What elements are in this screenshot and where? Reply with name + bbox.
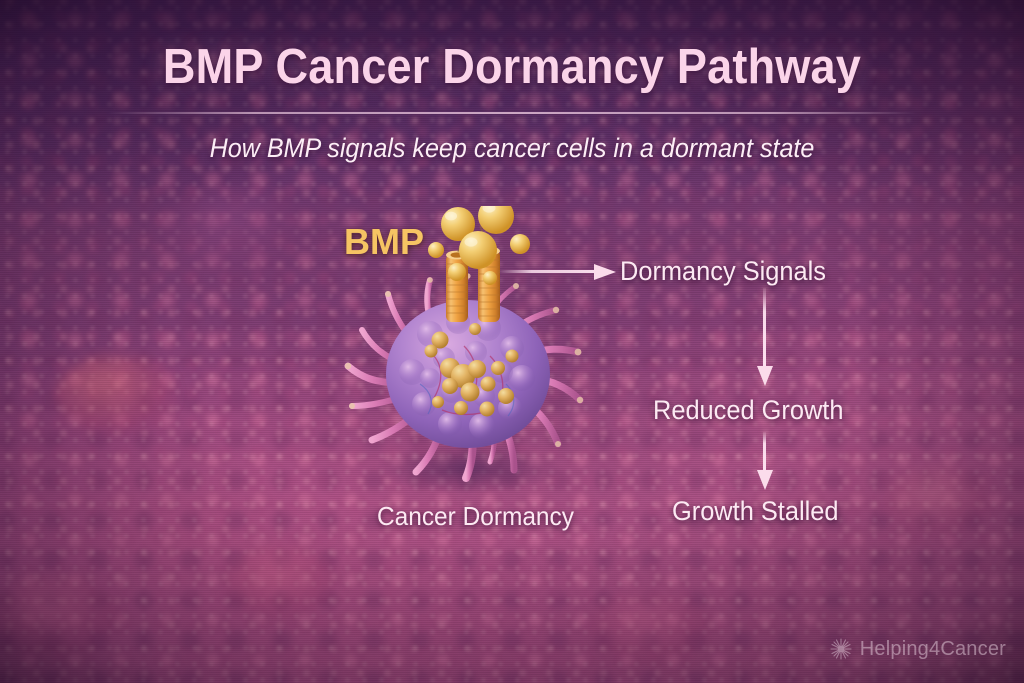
bmp-ligand — [448, 263, 466, 281]
page-subtitle: How BMP signals keep cancer cells in a d… — [209, 133, 815, 163]
arrow-head-icon — [757, 366, 773, 386]
arrow-head-icon — [757, 470, 773, 490]
arrow-reduced-growth-to-growth-stalled — [757, 432, 773, 490]
cell-filopodia-tips — [344, 273, 584, 447]
cancer-cell-illustration — [330, 206, 600, 496]
watermark: Helping4Cancer — [829, 637, 1006, 661]
bmp-ligands — [428, 206, 530, 285]
arrow-dormancy-signals-to-reduced-growth — [757, 288, 773, 386]
bmp-ligand — [510, 234, 530, 254]
cancer-cell-svg — [344, 206, 584, 494]
pathway-step-growth-stalled: Growth Stalled — [672, 496, 839, 526]
cancer-dormancy-caption: Cancer Dormancy — [377, 501, 574, 531]
header-divider — [108, 112, 916, 114]
cell-capillaries-blue — [419, 383, 515, 417]
arrow-shaft — [763, 288, 766, 366]
bmp-ligand — [459, 231, 497, 269]
bmp-ligand — [483, 271, 497, 285]
pathway-step-reduced-growth: Reduced Growth — [653, 395, 844, 425]
arrow-bmp-to-dormancy-signals — [498, 264, 616, 280]
bmp-ligand — [428, 242, 444, 258]
sparkle-icon — [830, 638, 852, 660]
arrow-head-icon — [594, 264, 616, 280]
bmp-ligand — [478, 206, 514, 234]
page-title: BMP Cancer Dormancy Pathway — [162, 40, 862, 94]
arrow-shaft — [763, 432, 766, 470]
bmp-label: BMP — [344, 221, 424, 262]
pathway-step-dormancy-signals: Dormancy Signals — [620, 256, 826, 286]
watermark-label: Helping4Cancer — [859, 637, 1006, 660]
arrow-shaft — [498, 270, 594, 273]
